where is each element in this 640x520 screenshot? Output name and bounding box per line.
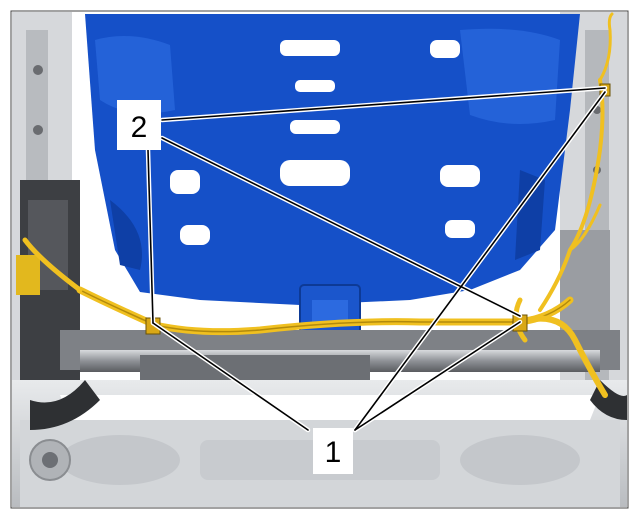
leader-lines — [145, 85, 608, 433]
callout-1-label: 1 — [325, 436, 342, 469]
leader-2-left-clip — [147, 149, 154, 324]
callout-2-box: 2 — [117, 100, 161, 150]
seat-cushion-foam — [85, 14, 580, 346]
leader-1-upper-right — [354, 91, 606, 431]
callout-2-label: 2 — [131, 111, 148, 144]
rear-cross-tube — [60, 330, 620, 383]
leader-1-left-clip — [152, 322, 309, 431]
leader-2-upper-right — [161, 87, 606, 121]
callout-1-box: 1 — [313, 428, 353, 474]
leader-1-right-clip — [354, 321, 521, 431]
